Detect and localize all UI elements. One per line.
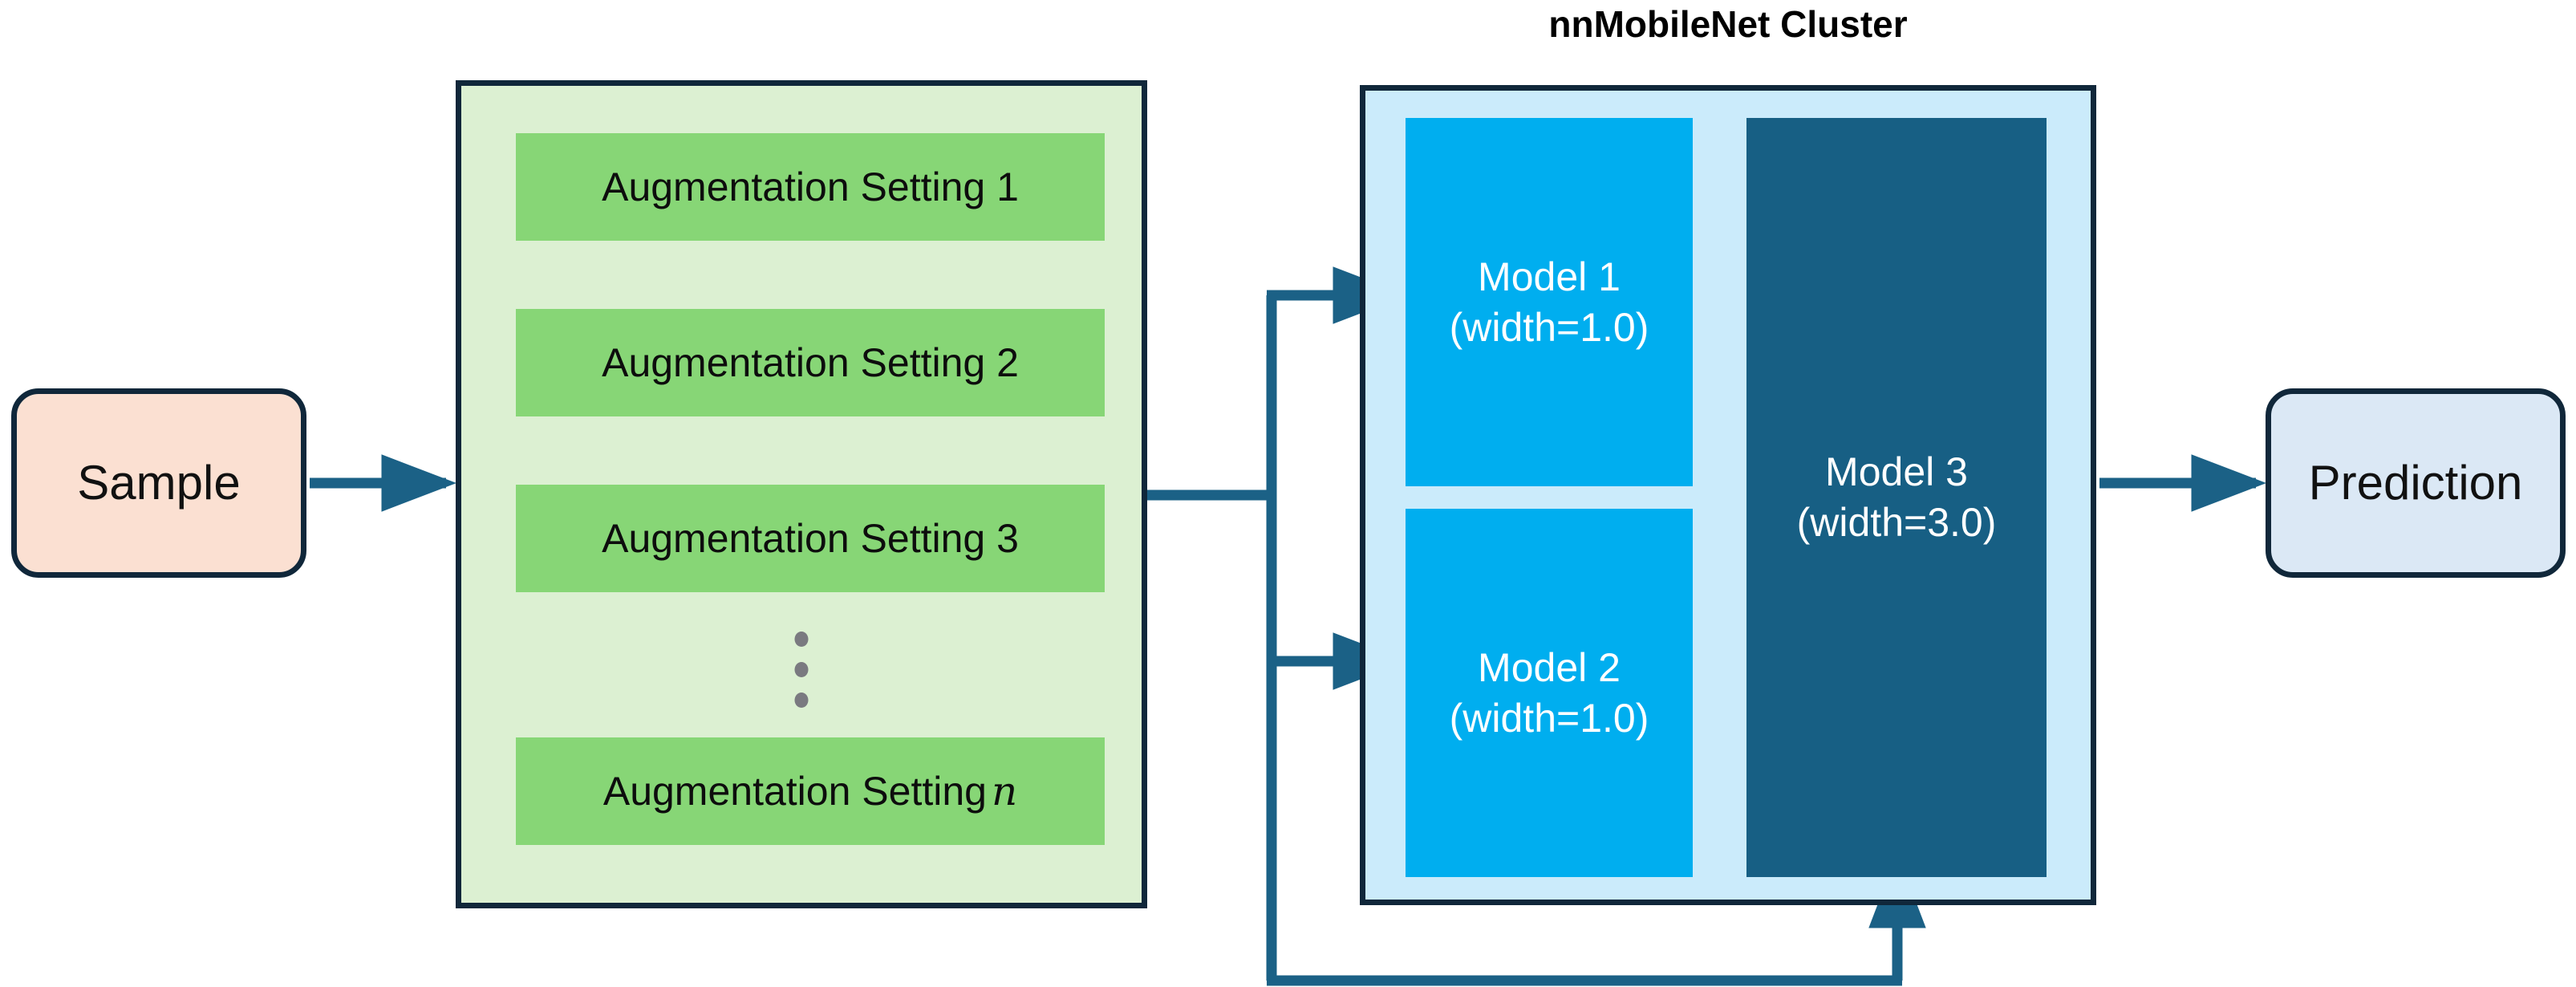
model-3-box[interactable]: Model 3 (width=3.0) bbox=[1746, 118, 2047, 877]
model-1-width: (width=1.0) bbox=[1449, 304, 1649, 350]
model-2-name: Model 2 bbox=[1478, 644, 1621, 690]
model-1-box[interactable]: Model 1 (width=1.0) bbox=[1406, 118, 1693, 486]
model-3-width: (width=3.0) bbox=[1796, 500, 1997, 545]
augmentation-setting-row[interactable]: Augmentation Setting 1 bbox=[516, 133, 1105, 241]
cluster-title: nnMobileNet Cluster bbox=[1360, 0, 2096, 48]
augmentation-setting-label: Augmentation Setting 2 bbox=[602, 340, 1019, 385]
augmentation-setting-label: Augmentation Setting bbox=[602, 769, 987, 814]
ellipsis-dot bbox=[794, 662, 809, 677]
augmentation-setting-row[interactable]: Augmentation Setting 2 bbox=[516, 309, 1105, 416]
sample-node-label: Sample bbox=[77, 455, 241, 510]
vertical-ellipsis-icon bbox=[794, 632, 809, 708]
model-2-box[interactable]: Model 2 (width=1.0) bbox=[1406, 509, 1693, 877]
prediction-node-label: Prediction bbox=[2308, 455, 2523, 510]
cluster-title-text: nnMobileNet Cluster bbox=[1548, 3, 1908, 45]
sample-node[interactable]: Sample bbox=[11, 388, 306, 578]
ellipsis-dot bbox=[794, 632, 809, 647]
augmentation-setting-label: Augmentation Setting 3 bbox=[602, 516, 1019, 561]
augmentation-settings-container: Augmentation Setting 1 Augmentation Sett… bbox=[456, 80, 1147, 908]
prediction-node[interactable]: Prediction bbox=[2266, 388, 2566, 578]
model-3-name: Model 3 bbox=[1825, 449, 1968, 494]
model-2-width: (width=1.0) bbox=[1449, 695, 1649, 741]
model-1-name: Model 1 bbox=[1478, 254, 1621, 299]
nnmobilenet-cluster-container: Model 1 (width=1.0) Model 2 (width=1.0) … bbox=[1360, 85, 2096, 905]
ellipsis-dot bbox=[794, 693, 809, 708]
augmentation-setting-label: Augmentation Setting 1 bbox=[602, 164, 1019, 209]
augmentation-setting-row[interactable]: Augmentation Setting 3 bbox=[516, 485, 1105, 592]
augmentation-setting-index: n bbox=[991, 768, 1018, 814]
